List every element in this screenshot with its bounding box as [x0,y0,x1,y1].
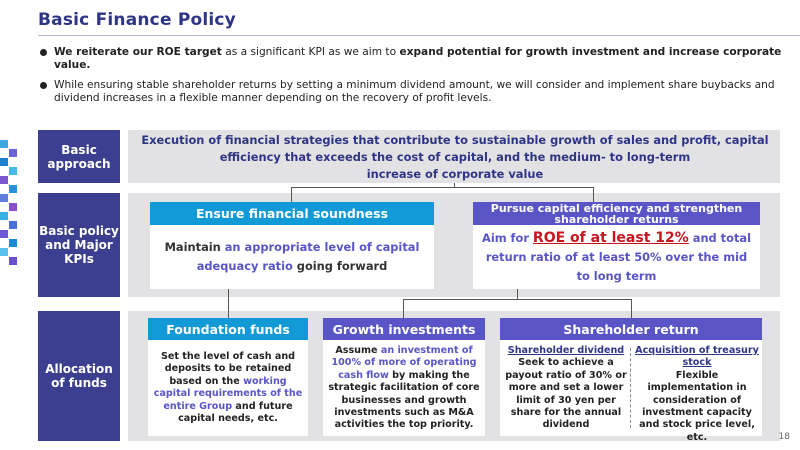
decorative-squares [0,140,24,270]
roe-target-card: Aim for ROE of at least 12% and total re… [473,225,760,289]
shareholder-dividend-block: Shareholder dividend Seek to achieve a p… [504,345,628,432]
foundation-part-3: and future capital needs, etc. [178,400,293,425]
connector-line [291,187,292,202]
bullet-1-bold-1: We reiterate our ROE target [54,46,222,58]
treasury-stock-title: Acquisition of treasury stock [635,345,759,369]
kpi-left-highlight: an appropriate level of capital adequacy… [196,240,420,273]
growth-part-1: Assume [335,345,381,356]
growth-investments-header: Growth investments [323,318,485,340]
capital-adequacy-card: Maintain an appropriate level of capital… [150,225,434,289]
foundation-part-1: Set the level of cash and deposits to be… [160,351,296,387]
connector-line [454,183,455,187]
roe-target-text: Aim for ROE of at least 12% and total re… [479,229,754,286]
connector-line [631,299,632,318]
bullet-roe-target: We reiterate our ROE target as a signifi… [40,46,785,72]
connector-line [291,187,593,188]
growth-part-3: by making the strategic facilitation of … [328,369,480,431]
bullet-list: We reiterate our ROE target as a signifi… [40,46,785,109]
title-divider [38,35,800,36]
connector-line [403,299,404,318]
page-number: 18 [778,432,790,442]
bullet-1-text: as a significant KPI as we aim to [221,46,400,58]
foundation-funds-title: Foundation funds [166,321,290,337]
bullet-shareholder-returns: While ensuring stable shareholder return… [40,79,785,105]
kpi-right-part-1: Aim for [482,230,533,245]
connector-line [228,289,229,318]
treasury-stock-block: Acquisition of treasury stock Flexible i… [634,345,760,444]
growth-investments-text: Assume an investment of 100% of more of … [327,345,481,432]
shareholder-dividend-text: Seek to achieve a payout ratio of 30% or… [505,357,627,431]
row-label-basic-approach: Basic approach [38,130,120,183]
approach-line-2: efficiency that exceeds the cost of capi… [219,150,691,164]
row-label-text: Basic policy and Major KPIs [39,224,119,266]
row-label-allocation: Allocation of funds [38,311,120,441]
shareholder-return-title: Shareholder return [563,321,699,337]
capital-efficiency-header: Pursue capital efficiency and strengthen… [473,202,760,225]
kpi-left-part-1: Maintain [164,240,225,254]
capital-efficiency-title: Pursue capital efficiency and strengthen… [490,201,743,226]
foundation-funds-card [148,340,308,436]
basic-approach-statement: Execution of financial strategies that c… [135,132,775,183]
shareholder-return-card [500,340,762,436]
kpi-right-part-3: and total return ratio of at least 50% o… [485,230,751,283]
roe-target-highlight: ROE of at least 12% [532,229,689,246]
bullet-1-bold-2: expand potential for growth investment a… [54,46,782,71]
row-label-text: Basic approach [47,142,111,171]
shareholder-dividend-title: Shareholder dividend [507,345,625,356]
shareholder-return-header: Shareholder return [500,318,762,340]
bullet-2-text: While ensuring stable shareholder return… [54,79,775,104]
financial-soundness-header: Ensure financial soundness [150,202,434,225]
financial-soundness-title: Ensure financial soundness [195,206,389,221]
shareholder-return-divider [630,348,631,428]
treasury-stock-text: Flexible implementation in consideration… [639,369,755,443]
bullet-dot [40,49,47,56]
foundation-highlight: working capital requirements of the enti… [153,375,303,412]
connector-line [517,289,518,299]
foundation-funds-header: Foundation funds [148,318,308,340]
growth-investments-title: Growth investments [332,321,476,337]
growth-investments-card [323,340,485,436]
row-label-text: Allocation of funds [45,362,113,390]
approach-line-1: Execution of financial strategies that c… [141,133,769,147]
row-label-basic-policy: Basic policy and Major KPIs [38,193,120,297]
growth-highlight: an investment of 100% of more of operati… [331,345,477,381]
connector-line [593,187,594,202]
capital-adequacy-text: Maintain an appropriate level of capital… [164,238,420,276]
kpi-left-part-3: going forward [292,259,388,273]
approach-panel [128,130,780,183]
approach-line-3: increase of corporate value [366,167,544,181]
foundation-funds-text: Set the level of cash and deposits to be… [152,351,304,425]
bullet-dot [40,82,47,89]
page-title: Basic Finance Policy [38,10,236,30]
connector-line [403,299,632,300]
